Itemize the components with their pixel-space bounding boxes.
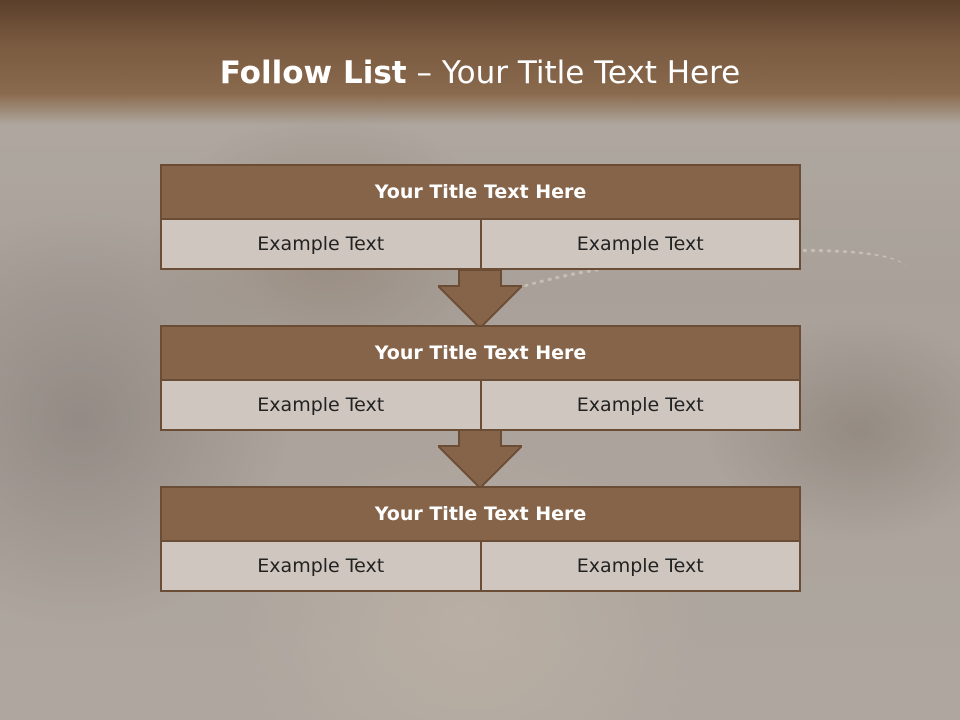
step-title-3: Your Title Text Here xyxy=(160,486,801,542)
step-block-2: Your Title Text Here Example Text Exampl… xyxy=(160,325,801,431)
step-2-right-text: Example Text xyxy=(479,381,801,431)
step-title-2: Your Title Text Here xyxy=(160,325,801,381)
step-block-1: Your Title Text Here Example Text Exampl… xyxy=(160,164,801,270)
down-arrow-icon xyxy=(438,270,522,330)
step-1-left-text: Example Text xyxy=(160,220,482,270)
slide-title-rest: – Your Title Text Here xyxy=(406,55,741,91)
step-1-right-text: Example Text xyxy=(479,220,801,270)
title-bar xyxy=(0,0,960,125)
step-3-left-text: Example Text xyxy=(160,542,482,592)
step-block-3: Your Title Text Here Example Text Exampl… xyxy=(160,486,801,592)
step-2-left-text: Example Text xyxy=(160,381,482,431)
step-row-1: Example Text Example Text xyxy=(160,220,801,270)
step-row-2: Example Text Example Text xyxy=(160,381,801,431)
step-row-3: Example Text Example Text xyxy=(160,542,801,592)
step-3-right-text: Example Text xyxy=(479,542,801,592)
slide-title: Follow List – Your Title Text Here xyxy=(0,55,960,91)
step-title-1: Your Title Text Here xyxy=(160,164,801,220)
down-arrow-icon xyxy=(438,430,522,490)
slide-title-bold: Follow List xyxy=(219,55,407,91)
